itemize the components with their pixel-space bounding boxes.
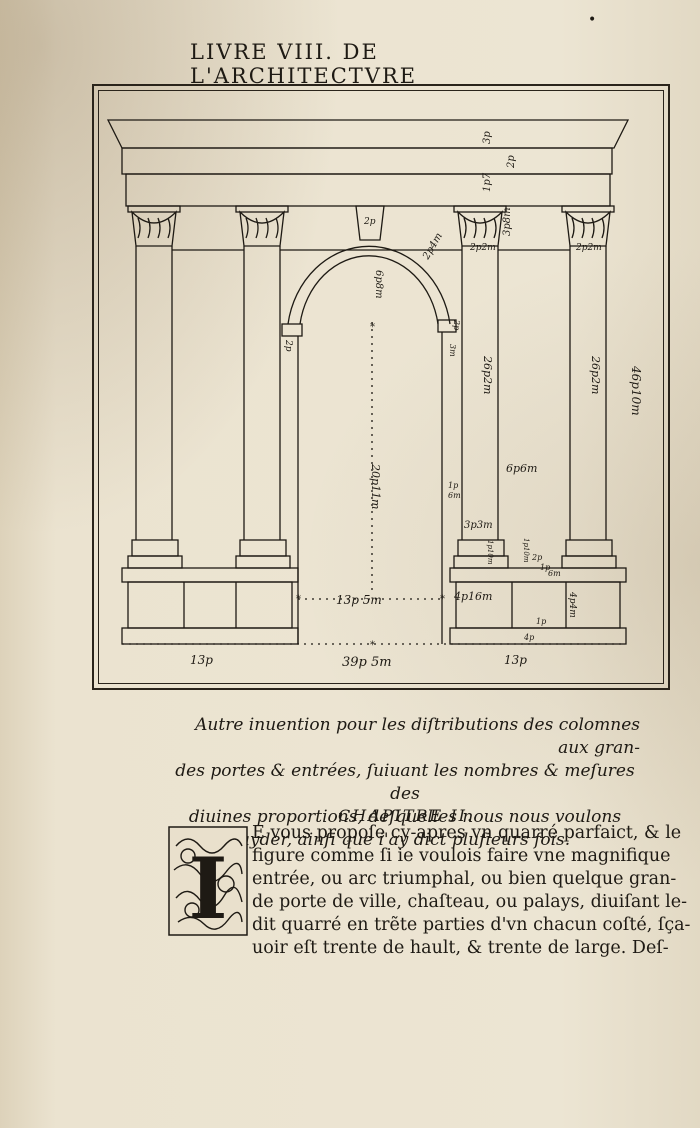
body-line-6: uoir eſt trente de hault, & trente de la… (252, 938, 669, 958)
label-2p2m-a: 2p2m (469, 243, 496, 253)
label-base-3p3m: 3p3m (464, 520, 493, 531)
frieze (121, 147, 613, 175)
asterisk-left: * (296, 594, 301, 605)
label-6p6m: 6p6m (506, 462, 537, 475)
capital-3 (453, 205, 507, 247)
asterisk-right: * (440, 594, 445, 605)
label-door-height: 20p11m (369, 463, 382, 509)
label-arch-2p4m: 2p4m (421, 231, 445, 262)
asterisk-bottom: * (370, 640, 375, 651)
label-impost-right-2p: 2p (452, 319, 461, 330)
figure-caption: Autre inuention pour les diſtributions d… (170, 714, 640, 852)
initial-letter: I (188, 839, 227, 936)
label-base-6m: 6m (448, 491, 461, 500)
label-ped-4p4m: 4p4m (567, 591, 577, 618)
label-width-total: 39p 5m (342, 655, 392, 670)
label-1p10m-a: 1p10m (486, 540, 494, 565)
keystone (355, 205, 385, 241)
capital-4 (561, 205, 615, 247)
body-line-4: de porte de ville, chaſteau, ou palays, … (252, 892, 687, 912)
label-base-1p: 1p (448, 481, 458, 490)
engraving-frame (92, 84, 670, 690)
label-26p2m-a: 26p2m (481, 355, 494, 394)
caption-line-4: ayder, ainſi que i'ay dict pluſieurs foi… (239, 830, 571, 850)
label-ped-1p: 1p (540, 563, 550, 572)
body-line-2: figure comme ſi ie voulois faire vne mag… (252, 846, 671, 866)
impost-right (437, 319, 457, 333)
label-ped-1p-b: 1p (536, 617, 546, 626)
label-pier: 4p16m (453, 590, 492, 603)
chapter-heading: CHAPITRE II. (338, 806, 475, 825)
caption-line-2: des portes & entrées, ſuiuant les nombre… (175, 761, 635, 804)
label-impost-right-3m: 3m (448, 344, 457, 357)
label-opening: 13p 5m (336, 593, 382, 607)
caption-line-3: diuines proportions, deſquelles nous nou… (188, 807, 622, 827)
label-total-height: 46p10m (629, 365, 643, 416)
label-entab-1p7: 1p7 (482, 172, 493, 192)
architrave (125, 173, 611, 207)
body-paragraph: E vous propoſe cy-apres vn quarré parfai… (252, 822, 691, 960)
label-26p2m-b: 26p2m (589, 355, 602, 394)
body-line-1: E vous propoſe cy-apres vn quarré parfai… (252, 823, 682, 843)
ornamental-initial: I (168, 826, 248, 936)
triumphal-arch-engraving: 3p 2p 1p7 3p8m 2p 2p4m 6p8m 2p 3m 2p 2p2… (106, 119, 643, 670)
asterisk-top: * (370, 322, 375, 333)
label-2p2m-b: 2p2m (575, 243, 602, 253)
label-impost-left: 2p (283, 339, 293, 352)
impost-left (281, 323, 303, 337)
label-entab-2p: 2p (506, 155, 517, 169)
arch-inner (299, 255, 439, 325)
capital-1 (127, 205, 181, 247)
running-head: LIVRE VIII. DE L'ARCHITECTVRE (190, 40, 418, 88)
label-arch-6p8m: 6p8m (373, 270, 384, 299)
corner-mark: • (588, 12, 597, 28)
label-entab-3p: 3p (482, 131, 493, 144)
label-ped-2p: 2p (531, 553, 542, 562)
label-width-left: 13p (190, 653, 213, 667)
label-keystone: 2p (363, 217, 376, 227)
body-line-5: dit quarré en trẽte parties d'vn chacun … (252, 915, 691, 935)
cornice (106, 119, 630, 149)
body-line-3: entrée, ou arc triumphal, ou bien quelqu… (252, 869, 677, 889)
label-width-right: 13p (504, 653, 527, 667)
label-1p10m-b: 1p10m (522, 538, 530, 563)
arch-outer (287, 245, 451, 325)
capital-2 (235, 205, 289, 247)
caption-line-1: Autre inuention pour les diſtributions d… (195, 715, 640, 758)
label-cap-3p8m: 3p8m (502, 207, 513, 236)
label-ped-4p: 4p (523, 633, 534, 642)
label-ped-6m: 6m (548, 569, 561, 578)
